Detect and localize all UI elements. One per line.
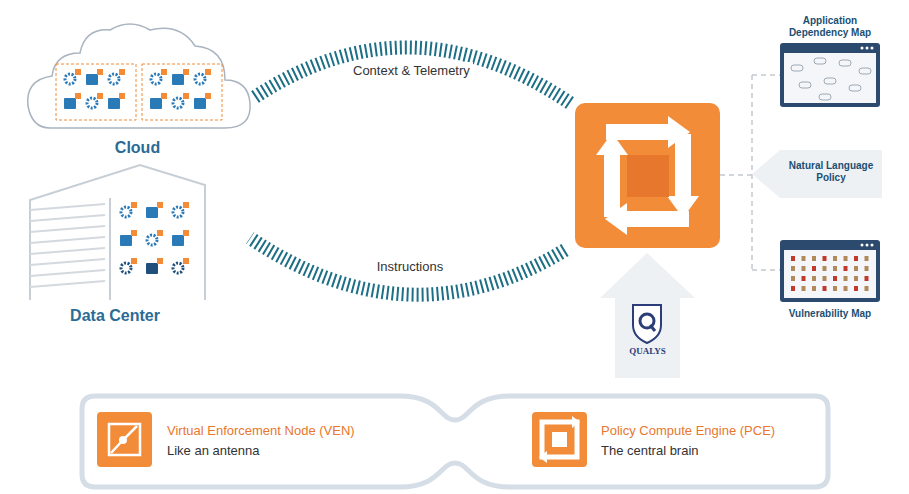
vulnerability-map-outline <box>775 240 885 302</box>
legend-band <box>82 396 828 487</box>
app-dependency-map: Application Dependency Map <box>775 13 885 110</box>
legend-item: Policy Compute Engine (PCE) The central b… <box>532 412 822 468</box>
legend-item-outline <box>532 412 587 467</box>
cycle-arrows <box>596 116 699 235</box>
item-heading: Policy Compute Engine (PCE) <box>601 423 821 439</box>
qualys-arrow-outline <box>600 253 695 378</box>
arrow-label: Natural Language Policy <box>782 160 880 184</box>
window-title: Application Dependency Map <box>775 15 885 39</box>
pce-box <box>575 103 720 248</box>
item-body: The central brain <box>601 443 821 459</box>
arc-label: Context & Telemetry <box>350 62 473 80</box>
group-heading: Data Center <box>20 306 210 325</box>
cloud-group-outline <box>20 18 255 138</box>
item-body: Like an antenna <box>167 443 435 459</box>
vulnerability-map: Vulnerability Map <box>775 240 885 338</box>
arc-label: Instructions <box>374 258 446 276</box>
pce-core <box>627 155 669 197</box>
qualys-arrow: QUALYS <box>600 253 695 378</box>
datacenter-group-outline <box>20 160 220 305</box>
logo-text: QUALYS <box>615 346 680 357</box>
legend-item-outline <box>97 412 152 467</box>
policy-arrow: Natural Language Policy <box>752 150 882 198</box>
item-heading: Virtual Enforcement Node (VEN) <box>167 423 435 439</box>
instructions-arc <box>250 238 565 295</box>
datacenter-group: Data Center <box>20 160 235 330</box>
group-heading: Cloud <box>20 138 255 157</box>
window-title: Vulnerability Map <box>775 308 885 320</box>
telemetry-arc <box>255 47 570 103</box>
cloud-group: Cloud <box>20 18 255 168</box>
legend-item: Virtual Enforcement Node (VEN) Like an an… <box>97 412 437 468</box>
